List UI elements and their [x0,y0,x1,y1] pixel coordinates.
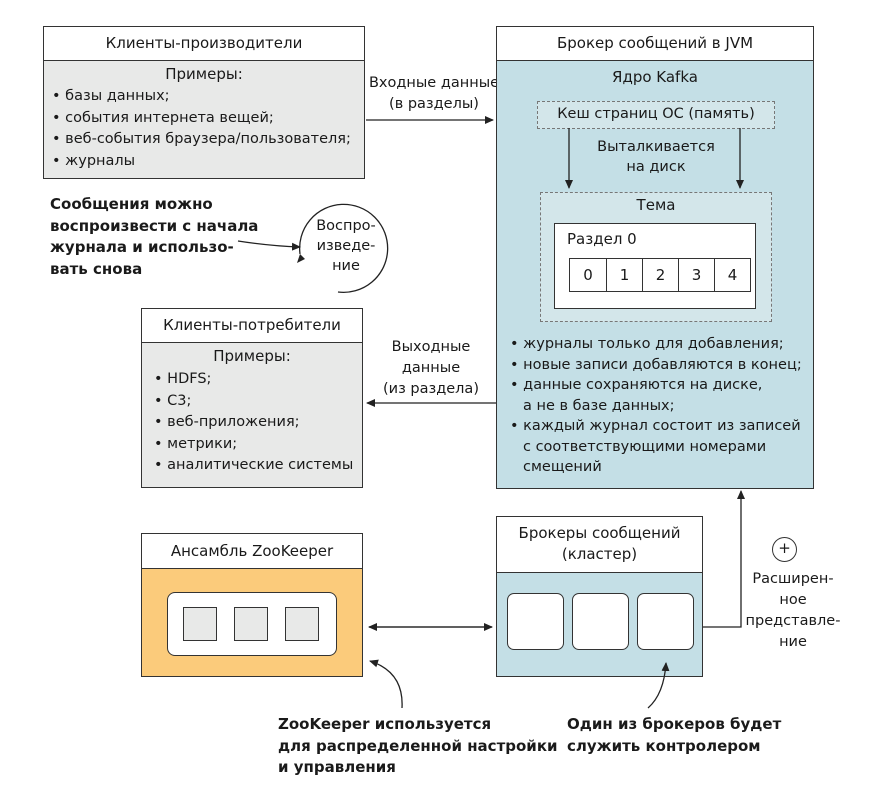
input-data-line: Входные данные [368,75,500,91]
note-item: • новые записи добавляются в конец; [510,356,802,373]
list-item: аналитические системы [154,455,353,477]
replay-circle-label: Воспро- изведе- ние [306,216,386,276]
note-item: смещений [523,459,602,475]
partition-label: Раздел 0 [567,230,637,248]
output-data-line: (из раздела) [383,381,479,397]
note-text: каждый журнал состоит из записей [523,418,801,434]
partition-box: Раздел 0 0 1 2 3 4 [554,223,756,309]
extended-view-arrow [703,490,745,628]
note-item: с соответствующими номерами [523,438,767,455]
replay-line: Сообщения можно [50,195,213,213]
zk-note-line: ZooKeeper используется [278,715,492,733]
output-data-label: Выходные данные (из раздела) [374,337,488,400]
zookeeper-node [183,607,217,641]
flush-line: на диск [626,159,686,175]
kafka-core-label: Ядро Kafka [612,68,698,86]
output-data-line: Выходные [391,339,471,355]
replay-line: вать снова [50,259,143,278]
note-item: а не в базе данных; [523,397,675,414]
broker-node [572,593,629,650]
note-text: журналы только для добавления; [523,336,784,352]
replay-line: журнала и использо- [50,238,234,256]
flush-line: Выталкивается [597,139,715,155]
zookeeper-box: Ансамбль ZooKeeper [141,533,363,677]
brokers-cluster-title-line: Брокеры сообщений [518,524,681,542]
offset-cell: 3 [678,259,714,291]
replay-circle-line: ние [332,258,360,274]
broker-node [507,593,564,650]
zookeeper-nodes-container [167,592,337,656]
broker-jvm-title: Брокер сообщений в JVM [497,27,813,61]
consumers-list: HDFS; С3; веб-приложения; метрики; анали… [154,369,353,477]
zk-note-arrow [369,659,403,709]
replay-note: Сообщения можно воспроизвести с начала ж… [50,194,258,280]
list-item: журналы [52,151,351,173]
zk-note-line: и управления [278,758,396,776]
plus-circle-icon[interactable]: + [772,537,797,562]
offset-cell: 0 [583,266,593,284]
list-item: HDFS; [154,369,353,391]
producers-examples-label: Примеры: [165,65,243,83]
producers-box: Клиенты-производители Примеры: базы данн… [43,26,365,179]
broker-notes: • журналы только для добавления; • новые… [510,334,802,478]
replay-circle-arrowhead [297,254,305,263]
zookeeper-note: ZooKeeper используется для распределенно… [278,714,558,779]
note-item: • каждый журнал состоит из записей [510,418,801,434]
list-item: метрики; [154,434,353,456]
page-cache-box: Кеш страниц ОС (память) [537,101,775,129]
brokers-cluster-box: Брокеры сообщений (кластер) [496,516,703,677]
list-item: события интернета вещей; [52,108,351,130]
brokers-cluster-title-line: (кластер) [561,545,638,563]
brokers-cluster-title: Брокеры сообщений (кластер) [497,517,702,573]
extended-line: Расширен- [752,571,834,587]
topic-box: Тема Раздел 0 0 1 2 3 4 [540,192,772,322]
zookeeper-node [234,607,268,641]
replay-circle-line: изведе- [316,238,376,254]
input-data-label: Входные данные (в разделы) [364,73,504,115]
list-item: С3; [154,391,353,413]
zookeeper-node [285,607,319,641]
producers-list: базы данных; события интернета вещей; ве… [52,86,351,172]
extended-line: представле- [745,613,841,629]
page-cache-label: Кеш страниц ОС (память) [557,106,755,122]
replay-line: воспроизвести с начала [50,216,259,235]
offset-cell: 4 [714,259,750,291]
zk-note-line: для распределенной настройки [278,736,558,755]
note-item: • данные сохраняются на диске, [510,377,763,393]
partition-log: 0 1 2 3 4 [569,258,751,292]
consumers-examples-label: Примеры: [213,347,291,365]
list-item: веб-приложения; [154,412,353,434]
producers-title: Клиенты-производители [44,27,364,61]
note-text: данные сохраняются на диске, [523,377,763,393]
consumers-title: Клиенты-потребители [142,309,362,343]
list-item: веб-события браузера/пользователя; [52,129,351,151]
input-data-line: (в разделы) [389,96,479,112]
offset-cell: 2 [642,259,678,291]
flush-to-disk-label: Выталкивается на диск [577,137,735,177]
extended-line: ние [779,634,807,650]
offset-cell: 1 [606,259,642,291]
list-item: базы данных; [52,86,351,108]
controller-note-line: служить контролером [567,736,761,755]
output-data-line: данные [401,360,461,376]
consumers-box: Клиенты-потребители Примеры: HDFS; С3; в… [141,308,363,488]
zookeeper-title: Ансамбль ZooKeeper [142,534,362,569]
topic-label: Тема [636,196,676,214]
note-text: новые записи добавляются в конец; [523,356,802,373]
broker-node [637,593,694,650]
note-item: • журналы только для добавления; [510,336,784,352]
controller-note: Один из брокеров будет служить контролер… [567,714,781,757]
extended-view-label[interactable]: Расширен- ное представле- ние [738,569,848,653]
controller-note-line: Один из брокеров будет [567,715,782,733]
broker-jvm-box: Брокер сообщений в JVM Ядро Kafka Кеш ст… [496,26,814,489]
extended-line: ное [779,592,807,608]
replay-circle-line: Воспро- [316,218,376,234]
